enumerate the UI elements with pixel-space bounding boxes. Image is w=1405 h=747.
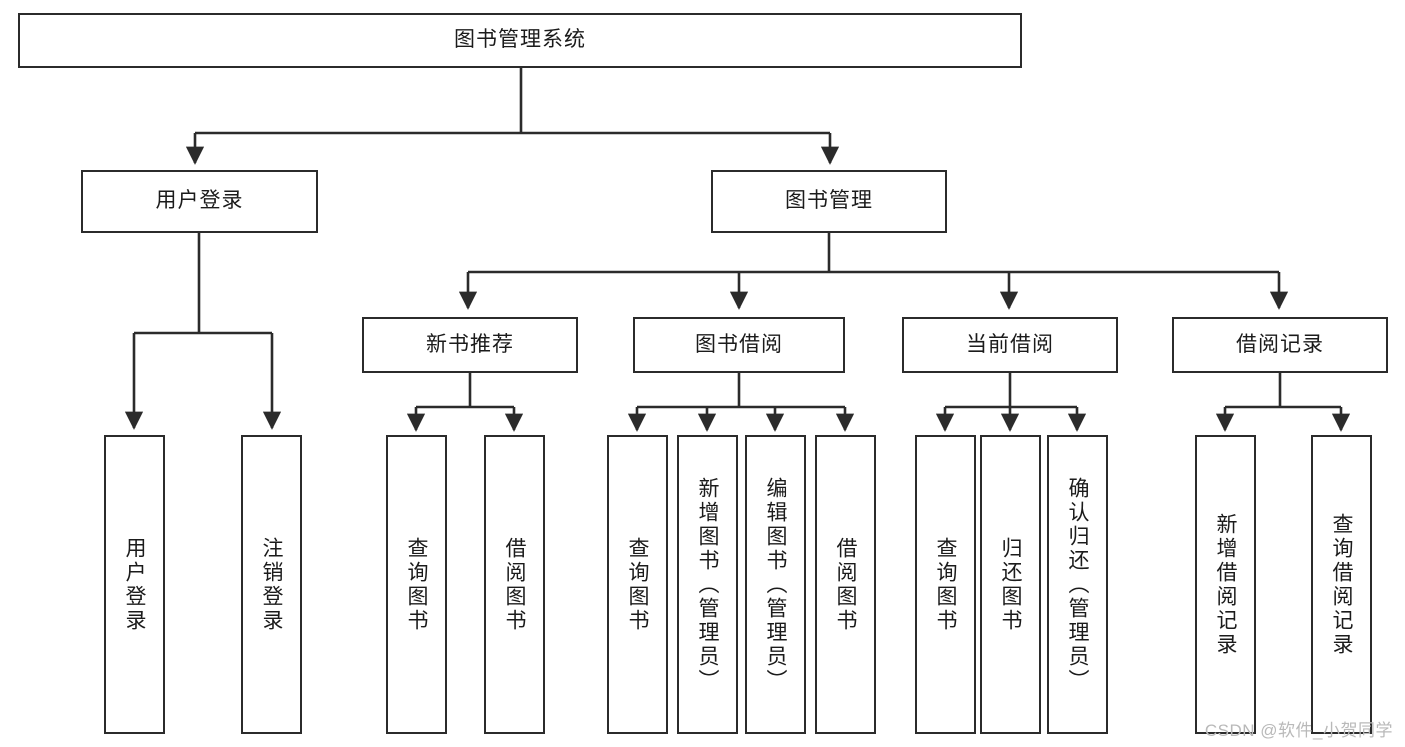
node-label: 借阅图书 <box>503 536 526 633</box>
node-root-system[interactable]: 图书管理系统 <box>18 13 1022 68</box>
leaf-borrow-records-add-record[interactable]: 新增借阅记录 <box>1195 435 1256 734</box>
node-book-management[interactable]: 图书管理 <box>711 170 947 233</box>
leaf-user-login-login[interactable]: 用户登录 <box>104 435 165 734</box>
leaf-book-borrow-query-book[interactable]: 查询图书 <box>607 435 668 734</box>
node-label: 新书推荐 <box>426 332 514 356</box>
node-borrow-records[interactable]: 借阅记录 <box>1172 317 1388 373</box>
node-label: 新增借阅记录 <box>1214 512 1237 657</box>
node-label: 图书管理系统 <box>454 28 586 52</box>
node-label: 查询借阅记录 <box>1330 512 1353 657</box>
node-label: 编辑图书（管理员） <box>764 476 787 693</box>
leaf-book-borrow-edit-book-admin[interactable]: 编辑图书（管理员） <box>745 435 806 734</box>
node-label: 借阅记录 <box>1236 332 1324 356</box>
leaf-new-book-query-book[interactable]: 查询图书 <box>386 435 447 734</box>
leaf-current-borrow-confirm-return-admin[interactable]: 确认归还（管理员） <box>1047 435 1108 734</box>
node-label: 注销登录 <box>260 536 283 633</box>
leaf-book-borrow-add-book-admin[interactable]: 新增图书（管理员） <box>677 435 738 734</box>
node-label: 查询图书 <box>405 536 428 633</box>
leaf-current-borrow-query-book[interactable]: 查询图书 <box>915 435 976 734</box>
node-label: 用户登录 <box>155 189 244 213</box>
node-label: 当前借阅 <box>966 332 1054 356</box>
node-label: 确认归还（管理员） <box>1066 476 1089 693</box>
leaf-new-book-borrow-book[interactable]: 借阅图书 <box>484 435 545 734</box>
node-label: 查询图书 <box>626 536 649 633</box>
node-new-book-recommend[interactable]: 新书推荐 <box>362 317 578 373</box>
node-label: 用户登录 <box>123 536 146 633</box>
node-label: 图书管理 <box>785 189 873 213</box>
node-label: 查询图书 <box>934 536 957 633</box>
csdn-watermark: CSDN @软件_小贺同学 <box>1204 721 1393 740</box>
leaf-current-borrow-return-book[interactable]: 归还图书 <box>980 435 1041 734</box>
node-book-borrow[interactable]: 图书借阅 <box>633 317 845 373</box>
node-label: 新增图书（管理员） <box>696 476 719 693</box>
node-label: 图书借阅 <box>695 332 783 356</box>
leaf-book-borrow-borrow-book[interactable]: 借阅图书 <box>815 435 876 734</box>
leaf-user-login-logout[interactable]: 注销登录 <box>241 435 302 734</box>
leaf-borrow-records-query-record[interactable]: 查询借阅记录 <box>1311 435 1372 734</box>
node-label: 归还图书 <box>999 536 1022 633</box>
node-user-login[interactable]: 用户登录 <box>81 170 318 233</box>
node-label: 借阅图书 <box>834 536 857 633</box>
node-current-borrow[interactable]: 当前借阅 <box>902 317 1118 373</box>
